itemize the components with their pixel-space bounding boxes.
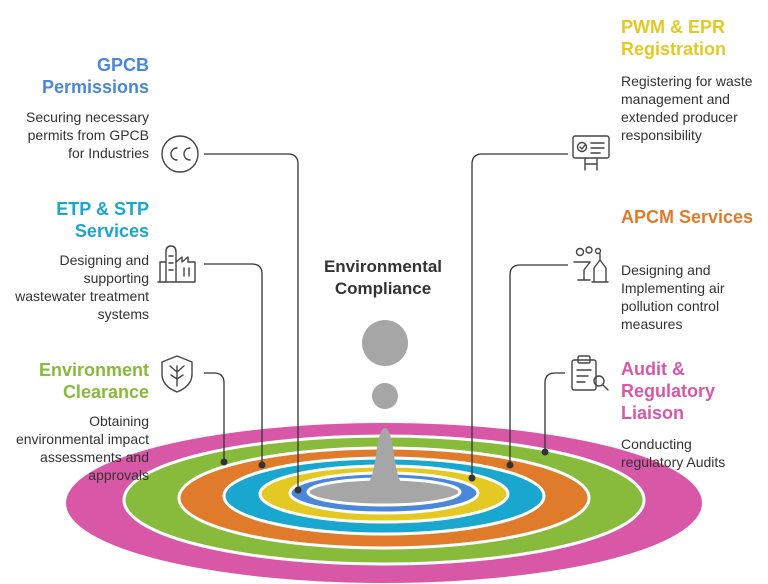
apcm-description: Designing and Implementing air pollution… (621, 262, 725, 332)
etp-title: ETP & STP Services (56, 199, 149, 241)
large-drop (362, 320, 408, 366)
leaf-shield-icon (161, 355, 193, 393)
env-description: Obtaining environmental impact assessmen… (15, 413, 149, 483)
small-drop (372, 383, 398, 409)
pwm-title: PWM & EPR Registration (621, 17, 727, 59)
splash-spike (336, 428, 434, 500)
cc-icon (161, 135, 199, 173)
connector-pwm (471, 153, 568, 478)
audit-title: Audit & Regulatory Liaison (621, 359, 716, 423)
connector-env (204, 372, 225, 462)
env-title: Environment Clearance (38, 360, 149, 402)
connector-dot-gpcb (294, 486, 302, 494)
audit-description: Conducting regulatory Audits (621, 436, 726, 470)
connector-dot-etp (258, 461, 266, 469)
clipboard-search-icon (571, 355, 609, 391)
connector-etp (204, 263, 263, 465)
certificate-icon (572, 135, 610, 171)
connector-apcm (509, 264, 568, 465)
etp-description: Designing and supporting wastewater trea… (15, 252, 149, 322)
factory-icon (157, 245, 196, 283)
connector-gpcb (204, 153, 299, 490)
apcm-title: APCM Services (621, 207, 754, 227)
connector-dot-pwm (468, 474, 476, 482)
connector-dot-apcm (506, 461, 514, 469)
connector-audit (544, 372, 565, 452)
gpcb-description: Securing necessary permits from GPCB for… (26, 109, 149, 161)
connector-dot-env (220, 458, 228, 466)
pwm-description: Registering for waste management and ext… (621, 73, 753, 143)
connector-dot-audit (541, 448, 549, 456)
center-title: Environmental Compliance (323, 257, 443, 298)
gpcb-title: GPCB Permissions (41, 55, 149, 97)
air-pollution-icon (573, 246, 609, 283)
